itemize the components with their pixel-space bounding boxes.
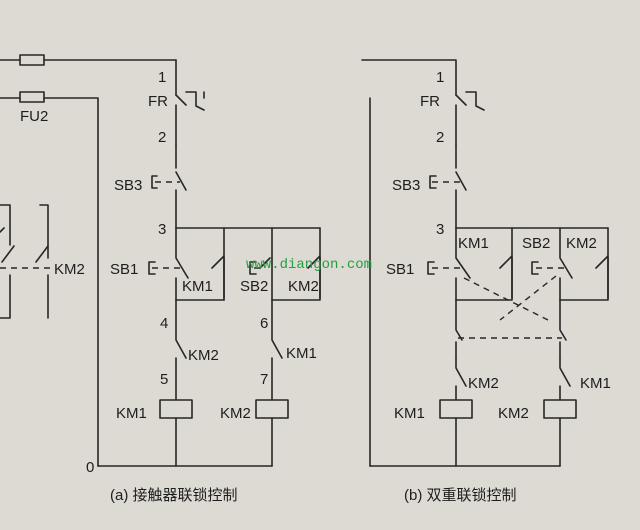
- label-fr-a: FR: [148, 93, 168, 110]
- label-sb3-a: SB3: [114, 177, 142, 194]
- label-left-km2: KM2: [54, 261, 85, 278]
- label-km1-contact-a: KM1: [182, 278, 213, 295]
- label-km1-coil-b: KM1: [394, 405, 425, 422]
- label-km2-nc-b: KM2: [468, 375, 499, 392]
- caption-b: (b) 双重联锁控制: [404, 487, 517, 504]
- node-1-a: 1: [158, 69, 166, 86]
- node-2-b: 2: [436, 129, 444, 146]
- fuse-upper: [19, 54, 45, 66]
- panel-b-circuit: [361, 59, 609, 467]
- node-5-a: 5: [160, 371, 168, 388]
- node-6-a: 6: [260, 315, 268, 332]
- left-partial-circuit: [0, 54, 177, 467]
- label-km2-contact-b: KM2: [566, 235, 597, 252]
- label-km1-nc-a: KM1: [286, 345, 317, 362]
- node-3-b: 3: [436, 221, 444, 238]
- label-km2-coil-b: KM2: [498, 405, 529, 422]
- label-sb1-a: SB1: [110, 261, 138, 278]
- label-km2-coil-a: KM2: [220, 405, 251, 422]
- label-sb2-b: SB2: [522, 235, 550, 252]
- coil-km2-a: [255, 399, 289, 419]
- node-0: 0: [86, 459, 94, 476]
- coil-km2-b: [543, 399, 577, 419]
- node-7-a: 7: [260, 371, 268, 388]
- label-km1-coil-a: KM1: [116, 405, 147, 422]
- label-fu2: FU2: [20, 108, 48, 125]
- caption-a: (a) 接触器联锁控制: [110, 487, 238, 504]
- fuse-fu2: [19, 91, 45, 103]
- coil-km1-b: [439, 399, 473, 419]
- coil-km1-a: [159, 399, 193, 419]
- node-3-a: 3: [158, 221, 166, 238]
- label-fr-b: FR: [420, 93, 440, 110]
- label-km2-nc-a: KM2: [188, 347, 219, 364]
- label-sb2-a: SB2: [240, 278, 268, 295]
- watermark: www.diangon.com: [246, 257, 372, 273]
- label-km2-contact-a: KM2: [288, 278, 319, 295]
- node-4-a: 4: [160, 315, 168, 332]
- label-km1-nc-b: KM1: [580, 375, 611, 392]
- node-1-b: 1: [436, 69, 444, 86]
- panel-a-circuit: [97, 59, 321, 467]
- label-sb1-b: SB1: [386, 261, 414, 278]
- label-sb3-b: SB3: [392, 177, 420, 194]
- label-km1-contact-b: KM1: [458, 235, 489, 252]
- node-2-a: 2: [158, 129, 166, 146]
